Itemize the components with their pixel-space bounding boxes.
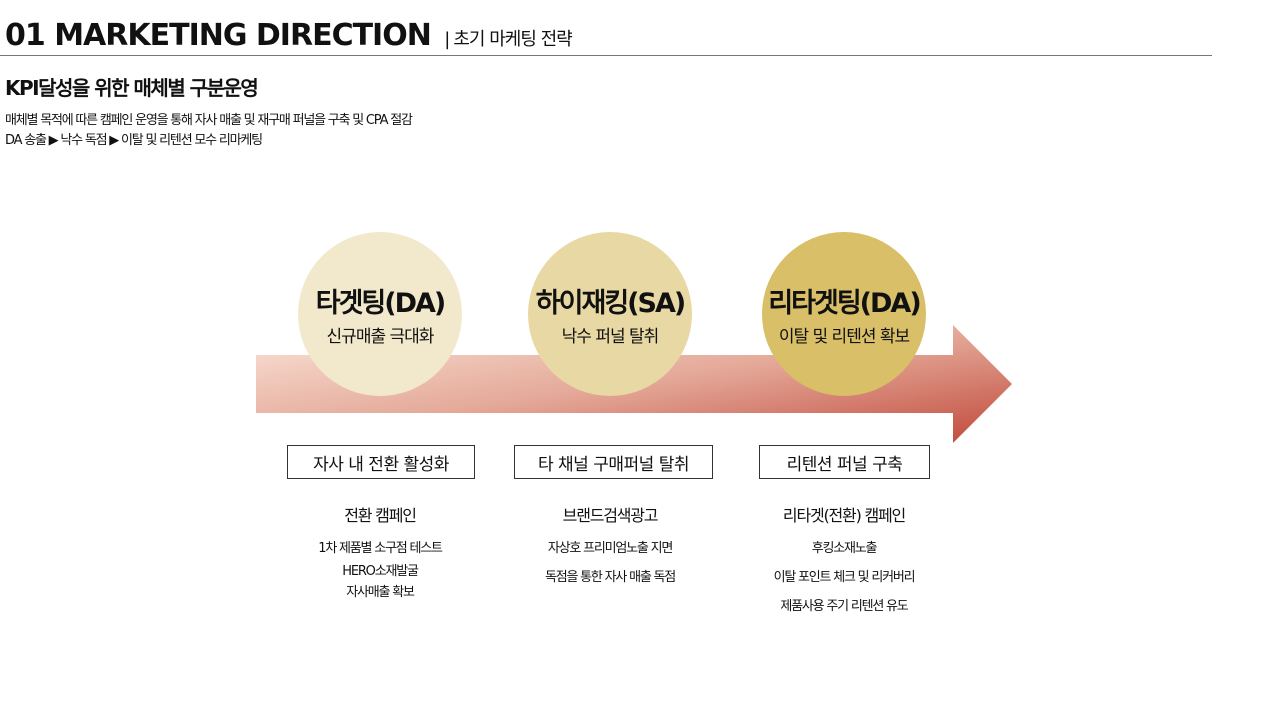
stage-title: 타겟팅(DA) xyxy=(315,288,447,319)
campaign-item: 제품사용 주기 리텐션 유도 xyxy=(780,599,908,614)
stage-circle: 리타겟팅(DA) 이탈 및 리텐션 확보 xyxy=(762,232,926,396)
page-title: 01 MARKETING DIRECTION |초기 마케팅 전략 xyxy=(5,18,573,53)
title-separator: | xyxy=(444,29,450,50)
title-text: 01 MARKETING DIRECTION xyxy=(5,18,432,53)
campaign-item: 후킹소재노출 xyxy=(811,541,878,556)
campaign-name: 리타겟(전환) 캠페인 xyxy=(782,506,906,525)
stage-goal-box: 타 채널 구매퍼널 탈취 xyxy=(514,445,713,479)
stage-title: 하이재킹(SA) xyxy=(535,288,686,319)
stage-circle: 하이재킹(SA) 낙수 퍼널 탈취 xyxy=(528,232,692,396)
page-subtitle: 초기 마케팅 전략 xyxy=(453,29,572,50)
campaign-item: 1차 제품별 소구점 테스트 xyxy=(318,541,443,556)
section-heading: KPI달성을 위한 매체별 구분운영 xyxy=(5,76,259,100)
stage-goal-box: 리텐션 퍼널 구축 xyxy=(759,445,930,479)
campaign-item: 자상호 프리미엄노출 지면 xyxy=(547,541,673,556)
section-description: 매체별 목적에 따른 캠페인 운영을 통해 자사 매출 및 재구매 퍼널을 구축… xyxy=(5,113,413,128)
stage-subtitle: 낙수 퍼널 탈취 xyxy=(561,327,660,347)
stage-subtitle: 이탈 및 리텐션 확보 xyxy=(778,327,910,347)
campaign-name: 브랜드검색광고 xyxy=(562,506,659,525)
stage-goal-box: 자사 내 전환 활성화 xyxy=(287,445,475,479)
stage-circle: 타겟팅(DA) 신규매출 극대화 xyxy=(298,232,462,396)
stage-title: 리타겟팅(DA) xyxy=(768,288,921,319)
section-flow: DA 송출 ▶ 낙수 독점 ▶ 이탈 및 리텐션 모수 리마케팅 xyxy=(5,133,263,148)
campaign-item: 이탈 포인트 체크 및 리커버리 xyxy=(773,570,916,585)
stage-subtitle: 신규매출 극대화 xyxy=(326,327,435,347)
campaign-item: 독점을 통한 자사 매출 독점 xyxy=(544,570,676,585)
campaign-item: HERO소재발굴 xyxy=(342,564,419,579)
campaign-name: 전환 캠페인 xyxy=(344,506,417,525)
divider xyxy=(0,55,1212,56)
campaign-item: 자사매출 확보 xyxy=(346,585,415,600)
